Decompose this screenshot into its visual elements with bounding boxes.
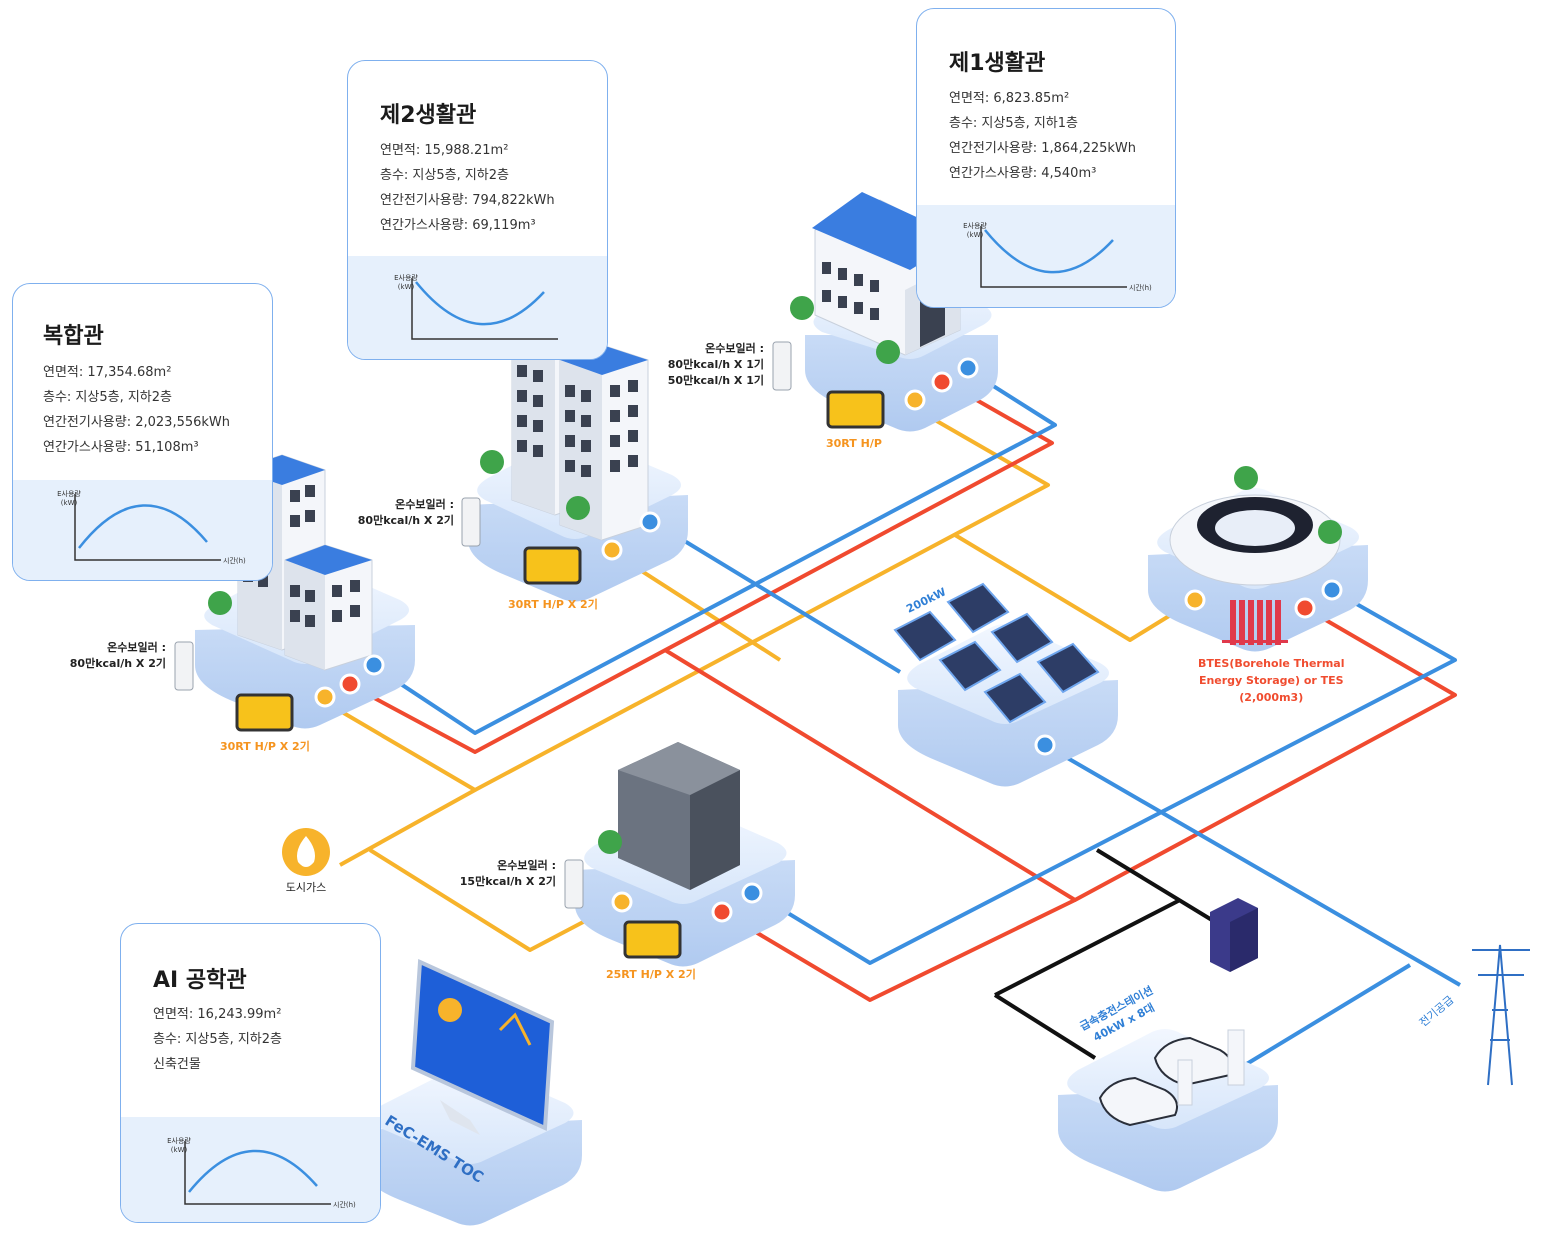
chart-ylabel: E사용량 (963, 221, 987, 230)
btes-line: Energy Storage) or TES (1198, 674, 1344, 687)
card-title: 제1생활관 (949, 51, 1046, 76)
info-line: 층수: 지상5층, 지하2층 (153, 1032, 282, 1047)
usage-curve (984, 229, 1114, 274)
card-complex: 복합관 연면적: 17,354.68m² 층수: 지상5층, 지하2층 연간전기… (12, 283, 273, 581)
card-ai: AI 공학관 연면적: 16,243.99m² 층수: 지상5층, 지하2층 신… (120, 923, 381, 1223)
chart-xlabel: 시간(h) (333, 1200, 356, 1209)
chart-ylabel: (kW) (171, 1146, 188, 1154)
ems-monitor (410, 958, 555, 1135)
chart-xlabel: 시간(h) (223, 556, 246, 565)
chart-axes (980, 226, 1127, 288)
usage-mini-chart: E사용량(kW) (394, 273, 558, 340)
chart-ylabel: E사용량 (57, 489, 81, 498)
info-line: 연간전기사용량: 1,864,225kWh (949, 141, 1137, 156)
boiler-line: 80만kcal/h X 1기 (667, 358, 764, 371)
boiler-label-ai: 온수보일러 : 15만kcal/h X 2기 (460, 858, 556, 890)
electric-pipes (370, 368, 1462, 1067)
btes-line: (2,000m3) (1239, 691, 1304, 704)
chart-axes (411, 278, 558, 340)
btes-line: BTES(Borehole Thermal (1198, 657, 1345, 670)
info-line: 층수: 지상5층, 지하2층 (43, 390, 172, 405)
gas-flame-icon (282, 828, 330, 876)
card-title: AI 공학관 (153, 968, 247, 993)
stadium (1169, 494, 1341, 586)
power-tower (1472, 944, 1530, 1086)
card-info: 연면적: 6,823.85m² 층수: 지상5층, 지하1층 연간전기사용량: … (949, 86, 1136, 186)
btes-radiator (1222, 600, 1288, 645)
info-line: 층수: 지상5층, 지하2층 (380, 168, 509, 183)
boiler-label-complex: 온수보일러 : 80만kcal/h X 2기 (70, 640, 166, 672)
ai-building (618, 742, 740, 890)
usage-curve (188, 1149, 318, 1193)
pipe-connectors (314, 357, 1343, 923)
usage-mini-chart: E사용량(kW) 시간(h) (167, 1136, 356, 1209)
btes-label: BTES(Borehole Thermal Energy Storage) or… (1198, 655, 1345, 706)
trees (208, 296, 1342, 854)
usage-curve (415, 281, 545, 326)
info-line: 연면적: 15,988.21m² (380, 143, 509, 158)
chart-ylabel: (kW) (398, 283, 415, 291)
usage-mini-chart: E사용량(kW) 시간(h) (57, 489, 246, 565)
data-network-lines (993, 848, 1227, 1060)
chart-axes (74, 494, 221, 561)
info-line: 연면적: 6,823.85m² (949, 91, 1070, 106)
chart-ylabel: E사용량 (167, 1136, 191, 1145)
info-line: 연간가스사용량: 69,119m³ (380, 218, 536, 233)
chart-ylabel: E사용량 (394, 273, 418, 282)
chart-ylabel: (kW) (61, 499, 78, 507)
boiler-label-dorm1: 온수보일러 : 80만kcal/h X 1기 50만kcal/h X 1기 (668, 341, 764, 389)
heat-pump-units (235, 390, 885, 959)
boiler-line: 온수보일러 : (107, 641, 166, 654)
card-info: 연면적: 16,243.99m² 층수: 지상5층, 지하2층 신축건물 (153, 1002, 282, 1077)
boiler-line: 온수보일러 : (705, 342, 764, 355)
usage-curve (78, 504, 208, 549)
info-line: 연면적: 16,243.99m² (153, 1007, 282, 1022)
boiler-line: 80만kcal/h X 2기 (69, 657, 166, 670)
chart-axes (184, 1141, 331, 1205)
info-line: 연간가스사용량: 4,540m³ (949, 166, 1097, 181)
chart-xlabel: 시간(h) (1129, 283, 1152, 292)
chart-ylabel: (kW) (967, 231, 984, 239)
boiler-tanks (174, 341, 792, 909)
card-title: 제2생활관 (380, 103, 477, 128)
heatpump-label-dorm1: 30RT H/P (826, 437, 882, 450)
usage-mini-chart: E사용량(kW) 시간(h) (963, 221, 1152, 292)
solar-panels (893, 582, 1100, 724)
info-line: 층수: 지상5층, 지하1층 (949, 116, 1078, 131)
hot-water-pipes (349, 380, 1457, 1002)
info-line: 연간전기사용량: 794,822kWh (380, 193, 555, 208)
info-line: 연간가스사용량: 51,108m³ (43, 440, 199, 455)
city-gas-label: 도시가스 (285, 881, 327, 894)
boiler-line: 15만kcal/h X 2기 (459, 875, 556, 888)
dorm2-building (511, 324, 649, 541)
boiler-line: 온수보일러 : (497, 859, 556, 872)
boiler-line: 온수보일러 : (395, 498, 454, 511)
server-rack (1210, 898, 1258, 972)
heatpump-label-complex: 30RT H/P X 2기 (220, 740, 310, 753)
boiler-label-dorm2: 온수보일러 : 80만kcal/h X 2기 (358, 497, 454, 529)
info-line: 연면적: 17,354.68m² (43, 365, 172, 380)
card-info: 연면적: 17,354.68m² 층수: 지상5층, 지하2층 연간전기사용량:… (43, 360, 230, 460)
heatpump-label-dorm2: 30RT H/P X 2기 (508, 598, 598, 611)
ev-cars (1098, 1029, 1245, 1127)
info-line: 신축건물 (153, 1057, 201, 1072)
boiler-line: 80만kcal/h X 2기 (357, 514, 454, 527)
card-dorm1: 제1생활관 연면적: 6,823.85m² 층수: 지상5층, 지하1층 연간전… (916, 8, 1176, 308)
card-title: 복합관 (43, 324, 104, 349)
heatpump-label-ai: 25RT H/P X 2기 (606, 968, 696, 981)
info-line: 연간전기사용량: 2,023,556kWh (43, 415, 231, 430)
card-dorm2: 제2생활관 연면적: 15,988.21m² 층수: 지상5층, 지하2층 연간… (347, 60, 608, 360)
boiler-line: 50만kcal/h X 1기 (667, 374, 764, 387)
card-info: 연면적: 15,988.21m² 층수: 지상5층, 지하2층 연간전기사용량:… (380, 138, 555, 238)
